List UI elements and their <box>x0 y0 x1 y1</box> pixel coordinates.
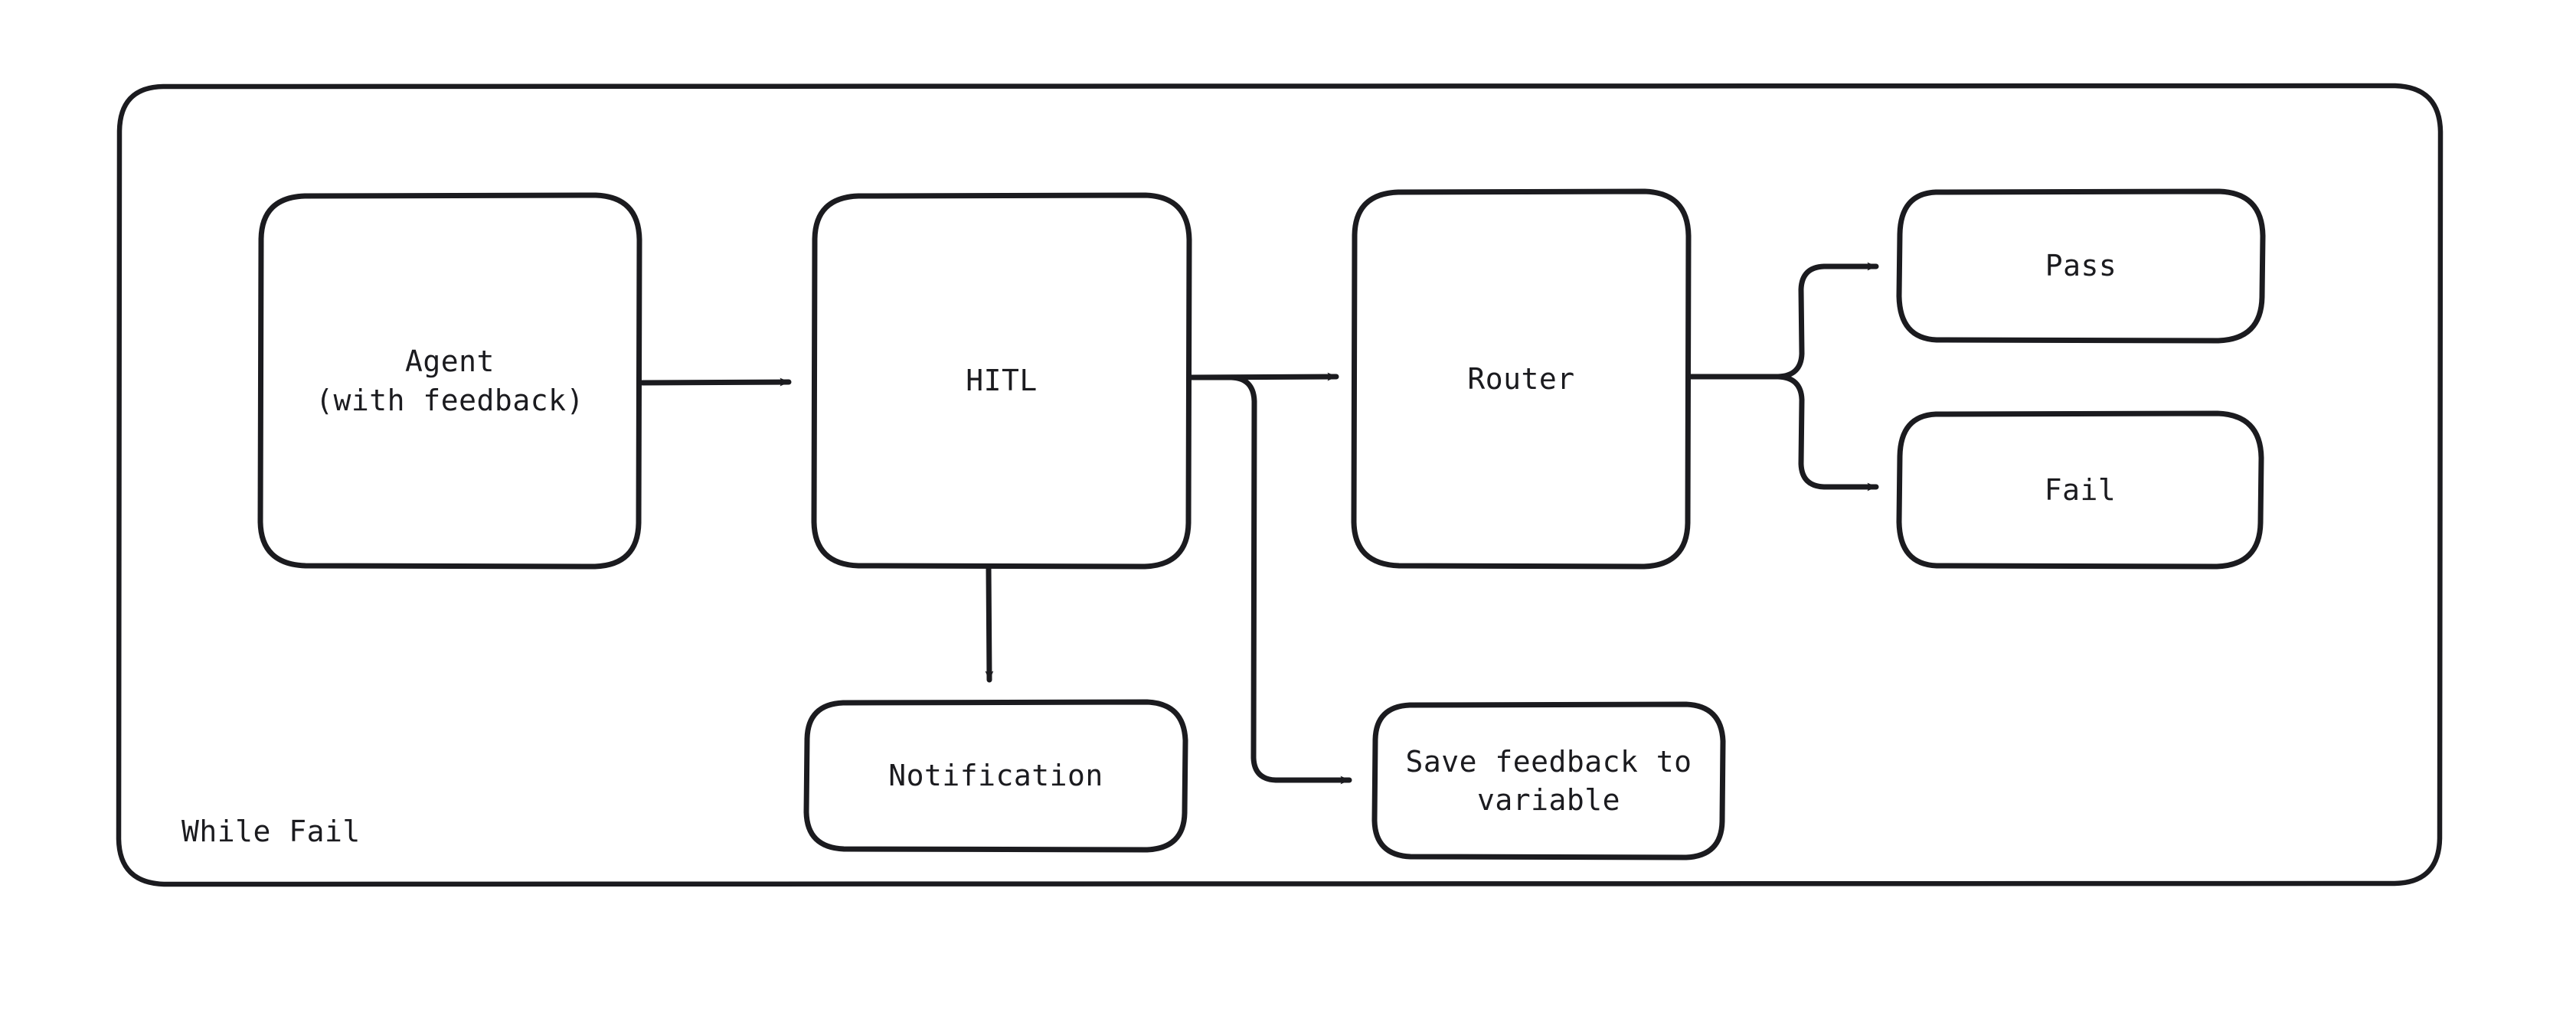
while-fail-container-outline <box>116 83 2444 887</box>
node-notification[interactable] <box>806 702 1185 850</box>
notification-node-outline <box>803 699 1188 853</box>
node-fail[interactable] <box>1899 413 2261 567</box>
router-node-outline <box>1351 188 1692 570</box>
save-feedback-node-outline <box>1371 701 1726 860</box>
hitl-node-outline <box>811 192 1192 570</box>
edge-agent-to-hitl <box>639 377 792 387</box>
agent-node-outline <box>257 192 642 570</box>
edge-router-to-pass <box>1688 262 1879 380</box>
pass-node-outline <box>1896 188 2266 344</box>
while-fail-group-label: While Fail <box>181 815 361 848</box>
node-agent[interactable] <box>260 195 639 567</box>
node-hitl[interactable] <box>814 195 1189 567</box>
node-pass[interactable] <box>1899 191 2263 341</box>
node-router[interactable] <box>1354 191 1688 567</box>
edge-hitl-to-save-feedback <box>1189 374 1352 785</box>
node-save-feedback[interactable] <box>1375 704 1723 857</box>
edge-router-to-fail <box>1688 374 1879 491</box>
fail-node-outline <box>1896 410 2264 570</box>
